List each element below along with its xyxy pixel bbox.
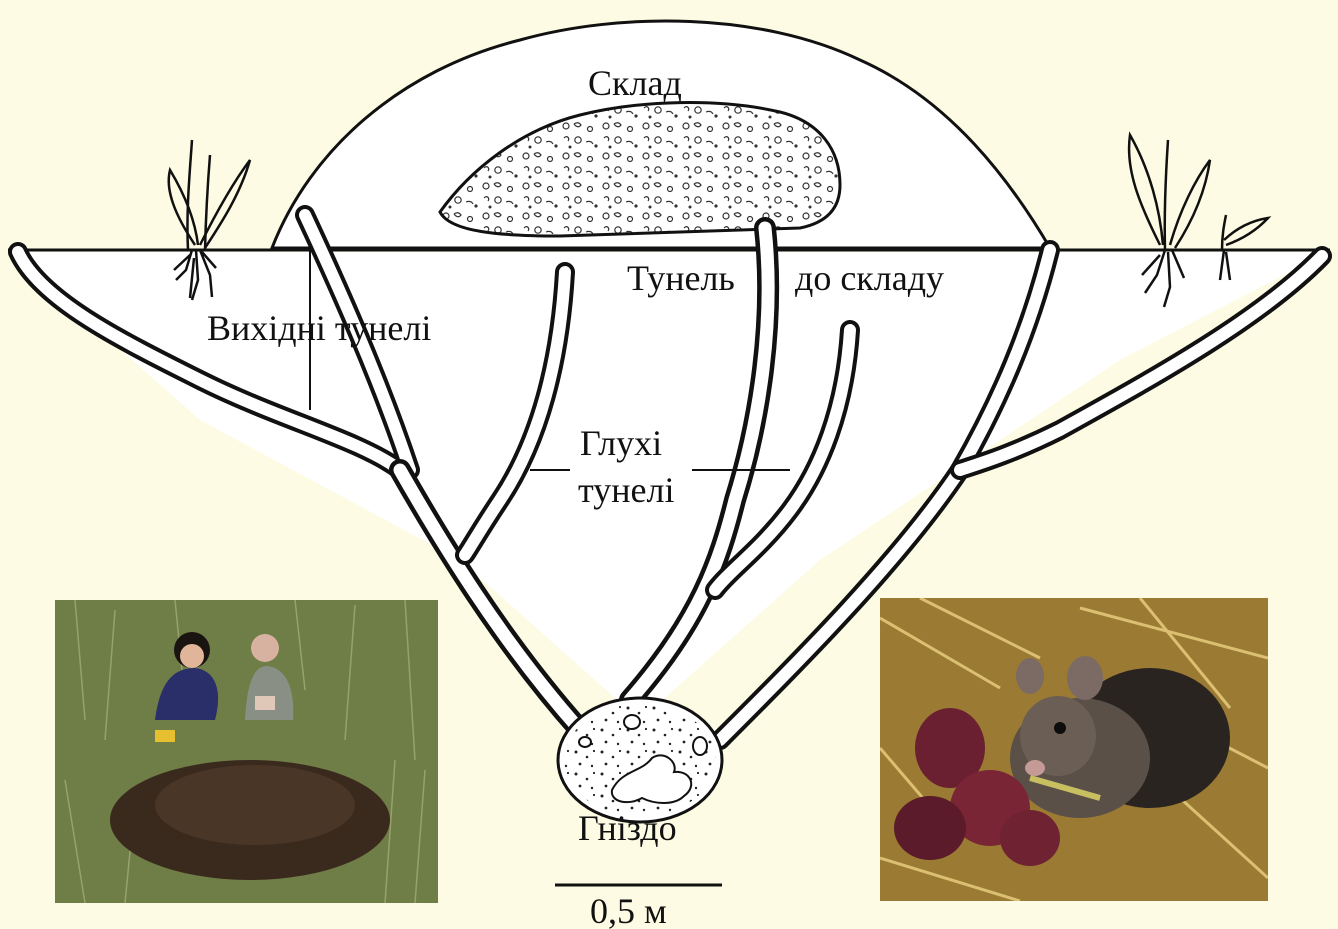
label-exit-tunnels: Вихідні тунелі: [207, 308, 431, 348]
label-storage: Склад: [588, 63, 682, 103]
field-mound-photo: [55, 600, 438, 903]
label-nest: Гніздо: [578, 808, 677, 848]
label-scale: 0,5 м: [590, 891, 667, 929]
label-dead-end-line2: тунелі: [578, 470, 674, 510]
label-dead-end-line1: Глухі: [580, 423, 662, 463]
label-storage-tunnel-right: до складу: [795, 258, 944, 298]
mouse-with-pups-photo: [880, 598, 1268, 901]
label-storage-tunnel-left: Тунель: [627, 258, 735, 298]
nest: [558, 698, 722, 822]
